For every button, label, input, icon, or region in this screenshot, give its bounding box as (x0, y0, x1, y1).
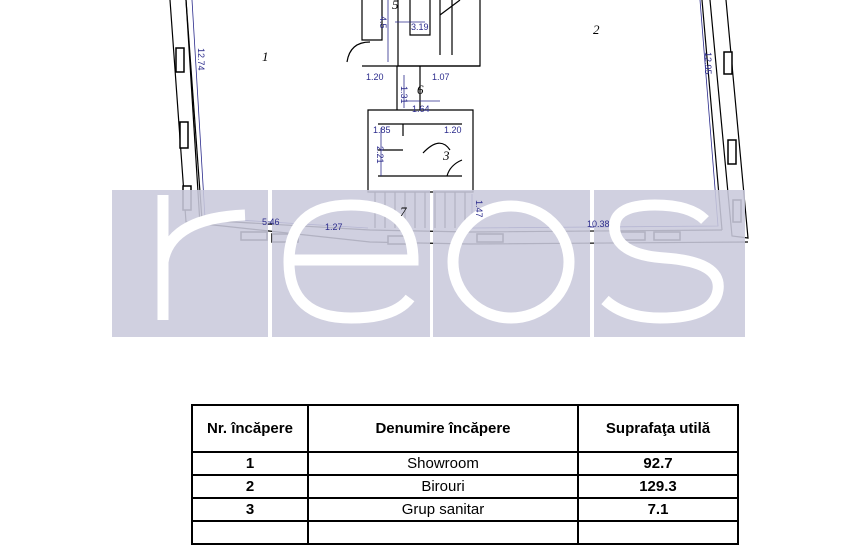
room-number-3: 3 (442, 148, 450, 163)
dim-label: 1.20 (366, 72, 384, 82)
room-number-6: 6 (417, 82, 424, 97)
dim-label: 1.20 (444, 125, 462, 135)
header-room-number: Nr. încăpere (191, 404, 309, 453)
room-labels: 1 2 3 5 6 7 (262, 0, 600, 219)
header-usable-area: Suprafaţa utilă (577, 404, 739, 453)
room-name: Grup sanitar (307, 497, 579, 522)
room-number: 2 (191, 474, 309, 499)
table-row: 2 Birouri 129.3 (191, 474, 739, 499)
dim-label: 1.07 (432, 72, 450, 82)
room-name: Showroom (307, 451, 579, 476)
header-room-name: Denumire încăpere (307, 404, 579, 453)
room-number-1: 1 (262, 49, 269, 64)
table-row: 3 Grup sanitar 7.1 (191, 497, 739, 522)
dimension-labels: 12.74 12.95 4.5 3.19 1.20 1.07 1.31 1.64… (196, 16, 713, 232)
room-area: 129.3 (577, 474, 739, 499)
dim-label: 3.19 (411, 22, 429, 32)
table-row: 1 Showroom 92.7 (191, 451, 739, 476)
table-header-row: Nr. încăpere Denumire încăpere Suprafaţa… (191, 404, 739, 453)
dim-label: 1.47 (474, 200, 484, 218)
room-number: 1 (191, 451, 309, 476)
floor-plan: 1 2 3 5 6 7 12.74 12.95 4.5 3.19 1.20 1.… (112, 0, 749, 337)
room-number: 3 (191, 497, 309, 522)
dim-label: 1.64 (412, 104, 430, 114)
dim-label: 4.5 (378, 16, 388, 29)
room-area: 7.1 (577, 497, 739, 522)
dim-label: 12.74 (196, 48, 206, 71)
rooms-table: Nr. încăpere Denumire încăpere Suprafaţa… (191, 404, 739, 545)
dim-label: 1.27 (325, 222, 343, 232)
room-area: 92.7 (577, 451, 739, 476)
dim-label: 1.85 (373, 125, 391, 135)
dim-label: 1.31 (399, 86, 409, 104)
dim-label: 2.21 (375, 146, 385, 164)
dim-label: 10.38 (587, 219, 610, 229)
room-name: Birouri (307, 474, 579, 499)
table-row (191, 520, 739, 545)
dim-label: 12.95 (703, 52, 713, 75)
dim-label: 5.46 (262, 217, 280, 227)
watermark (112, 190, 745, 337)
room-number-7: 7 (400, 204, 407, 219)
room-number-2: 2 (593, 22, 600, 37)
room-number-5: 5 (392, 0, 399, 12)
